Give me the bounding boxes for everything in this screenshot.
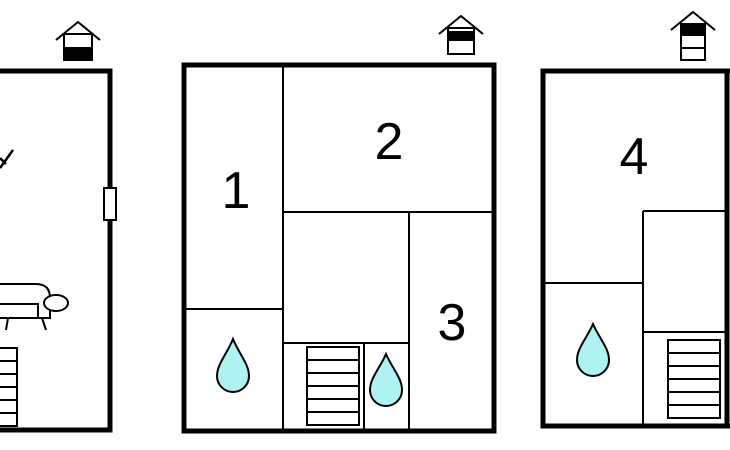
- room-label-4: 4: [620, 128, 649, 186]
- outer-wall: [0, 68, 113, 433]
- staircase-icon: [306, 346, 360, 426]
- room-label-1: 1: [222, 162, 251, 220]
- outer-wall: [181, 62, 497, 434]
- room-label-2: 2: [375, 113, 404, 171]
- window-icon: [103, 187, 117, 221]
- staircase-icon: [667, 339, 721, 419]
- room-label-3: 3: [438, 294, 467, 352]
- floor-plan-middle: 1 2 3: [181, 14, 497, 434]
- interior-walls: [543, 210, 727, 426]
- house-level-icon: [55, 20, 101, 61]
- house-level-icon: [438, 14, 484, 55]
- staircase-icon: [0, 347, 18, 427]
- floor-plan-right: 4: [540, 10, 730, 429]
- water-drop-icon: [215, 336, 251, 393]
- outer-wall: [540, 68, 730, 429]
- floor-plan-left: [0, 20, 117, 433]
- plant-icon: [0, 149, 15, 169]
- interior-walls: [184, 65, 494, 431]
- water-drop-icon: [575, 321, 611, 377]
- house-level-icon: [670, 10, 716, 61]
- water-drop-icon: [368, 351, 404, 407]
- sofa-icon: [0, 283, 69, 331]
